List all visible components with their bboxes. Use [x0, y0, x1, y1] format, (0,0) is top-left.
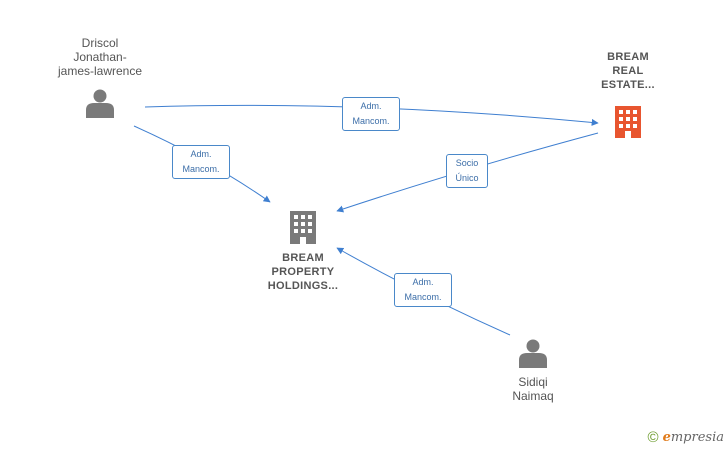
- node-label-line: ESTATE...: [601, 79, 655, 91]
- edge-label-line: Adm.: [360, 101, 382, 111]
- edge-label-line: Mancom.: [352, 116, 390, 126]
- edge-label-bream-real-bream-property[interactable]: Socio Único: [446, 154, 488, 188]
- person-icon[interactable]: [86, 89, 114, 119]
- edge-label-line: Único: [455, 173, 479, 183]
- node-label-bream-real-estate[interactable]: BREAM REAL ESTATE...: [588, 50, 668, 92]
- edge-label-line: Adm.: [412, 277, 434, 287]
- building-icon[interactable]: [615, 106, 641, 138]
- node-label-line: james-lawrence: [57, 64, 143, 78]
- brand-name: mpresia: [670, 430, 724, 445]
- node-label-line: BREAM: [607, 51, 649, 63]
- node-label-line: Driscol: [81, 36, 119, 50]
- copyright-footer: © empresia: [648, 429, 724, 446]
- building-icon[interactable]: [290, 211, 316, 244]
- edge-label-driscol-bream-real[interactable]: Adm. Mancom.: [342, 97, 400, 131]
- node-label-line: Naimaq: [512, 389, 554, 403]
- node-label-line: PROPERTY: [271, 266, 335, 278]
- node-label-line: BREAM: [282, 252, 324, 264]
- node-label-line: REAL: [612, 65, 644, 77]
- person-icon[interactable]: [519, 339, 547, 369]
- node-label-bream-property-holdings[interactable]: BREAM PROPERTY HOLDINGS...: [253, 251, 353, 293]
- brand-logo[interactable]: empresia: [663, 430, 724, 445]
- edge-label-line: Mancom.: [404, 292, 442, 302]
- brand-initial: e: [662, 430, 671, 445]
- node-label-line: HOLDINGS...: [267, 280, 339, 292]
- copyright-icon: ©: [647, 429, 659, 446]
- node-label-line: Sidiqi: [518, 375, 548, 389]
- node-label-line: Jonathan-: [73, 50, 127, 64]
- edge-label-line: Adm.: [190, 149, 212, 159]
- edge-label-line: Mancom.: [182, 164, 220, 174]
- node-label-driscol[interactable]: Driscol Jonathan- james-lawrence: [48, 36, 152, 78]
- edge-label-line: Socio: [455, 158, 479, 168]
- edge-label-driscol-bream-property[interactable]: Adm. Mancom.: [172, 145, 230, 179]
- edge-label-sidiqi-bream-property[interactable]: Adm. Mancom.: [394, 273, 452, 307]
- node-label-sidiqi[interactable]: Sidiqi Naimaq: [496, 375, 570, 403]
